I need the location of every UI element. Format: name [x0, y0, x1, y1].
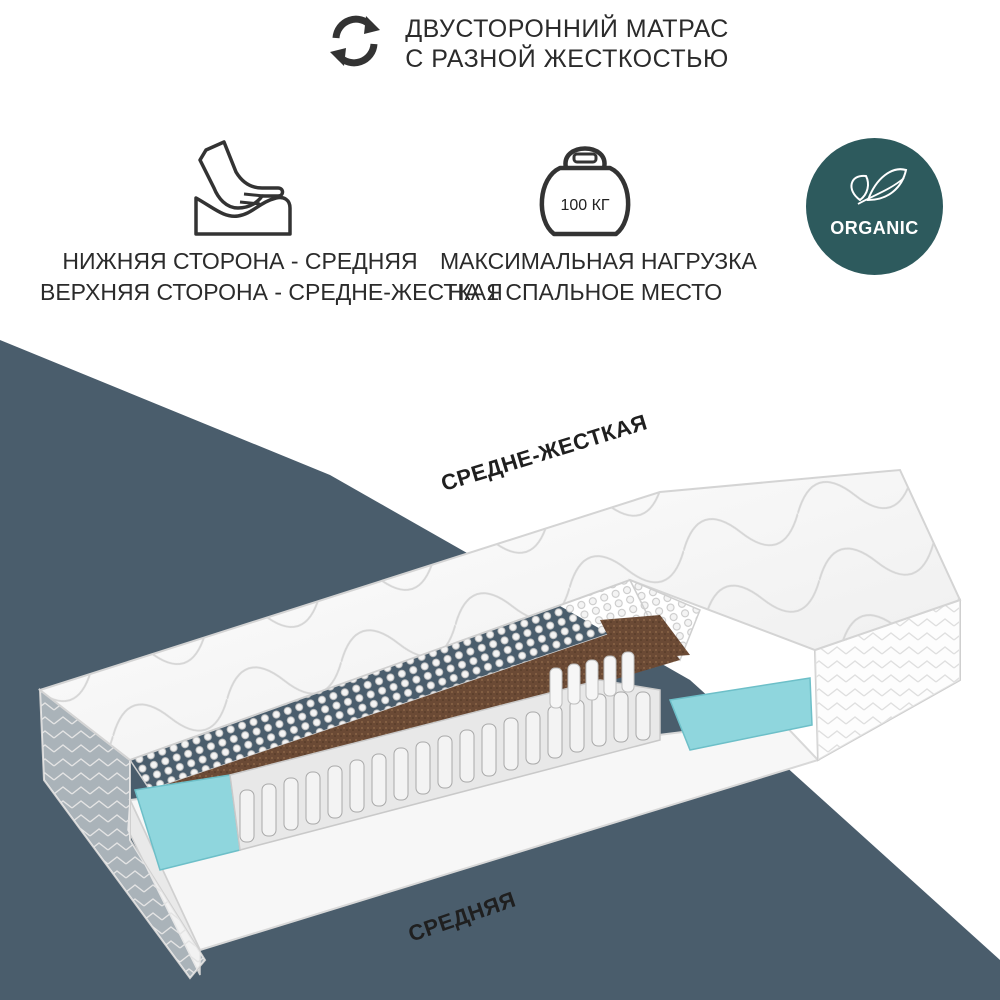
header-title-line1: ДВУСТОРОННИЙ МАТРАС — [405, 15, 729, 43]
feature-load: 100 КГ МАКСИМАЛЬНАЯ НАГРУЗКА НА 1 СПАЛЬН… — [440, 138, 757, 308]
load-line1: МАКСИМАЛЬНАЯ НАГРУЗКА — [440, 248, 757, 274]
weight-label: 100 КГ — [560, 197, 609, 214]
header-title: ДВУСТОРОННИЙ МАТРАС С РАЗНОЙ ЖЕСТКОСТЬЮ — [402, 14, 732, 74]
load-line2: НА 1 СПАЛЬНОЕ МЕСТО — [447, 279, 723, 305]
header-title-line2: С РАЗНОЙ ЖЕСТКОСТЬЮ — [405, 45, 729, 73]
organic-badge: ORGANIC — [806, 138, 943, 275]
firmness-line2: ВЕРХНЯЯ СТОРОНА - СРЕДНЕ-ЖЕСТКАЯ — [40, 279, 503, 305]
leaf-icon — [850, 168, 908, 205]
feature-firmness: НИЖНЯЯ СТОРОНА - СРЕДНЯЯ ВЕРХНЯЯ СТОРОНА… — [40, 138, 503, 308]
organic-label: ORGANIC — [830, 218, 919, 238]
kettlebell-icon: 100 КГ — [539, 146, 631, 237]
firmness-line1: НИЖНЯЯ СТОРОНА - СРЕДНЯЯ — [62, 248, 418, 274]
hand-press-icon — [194, 140, 292, 236]
refresh-icon — [330, 15, 380, 67]
